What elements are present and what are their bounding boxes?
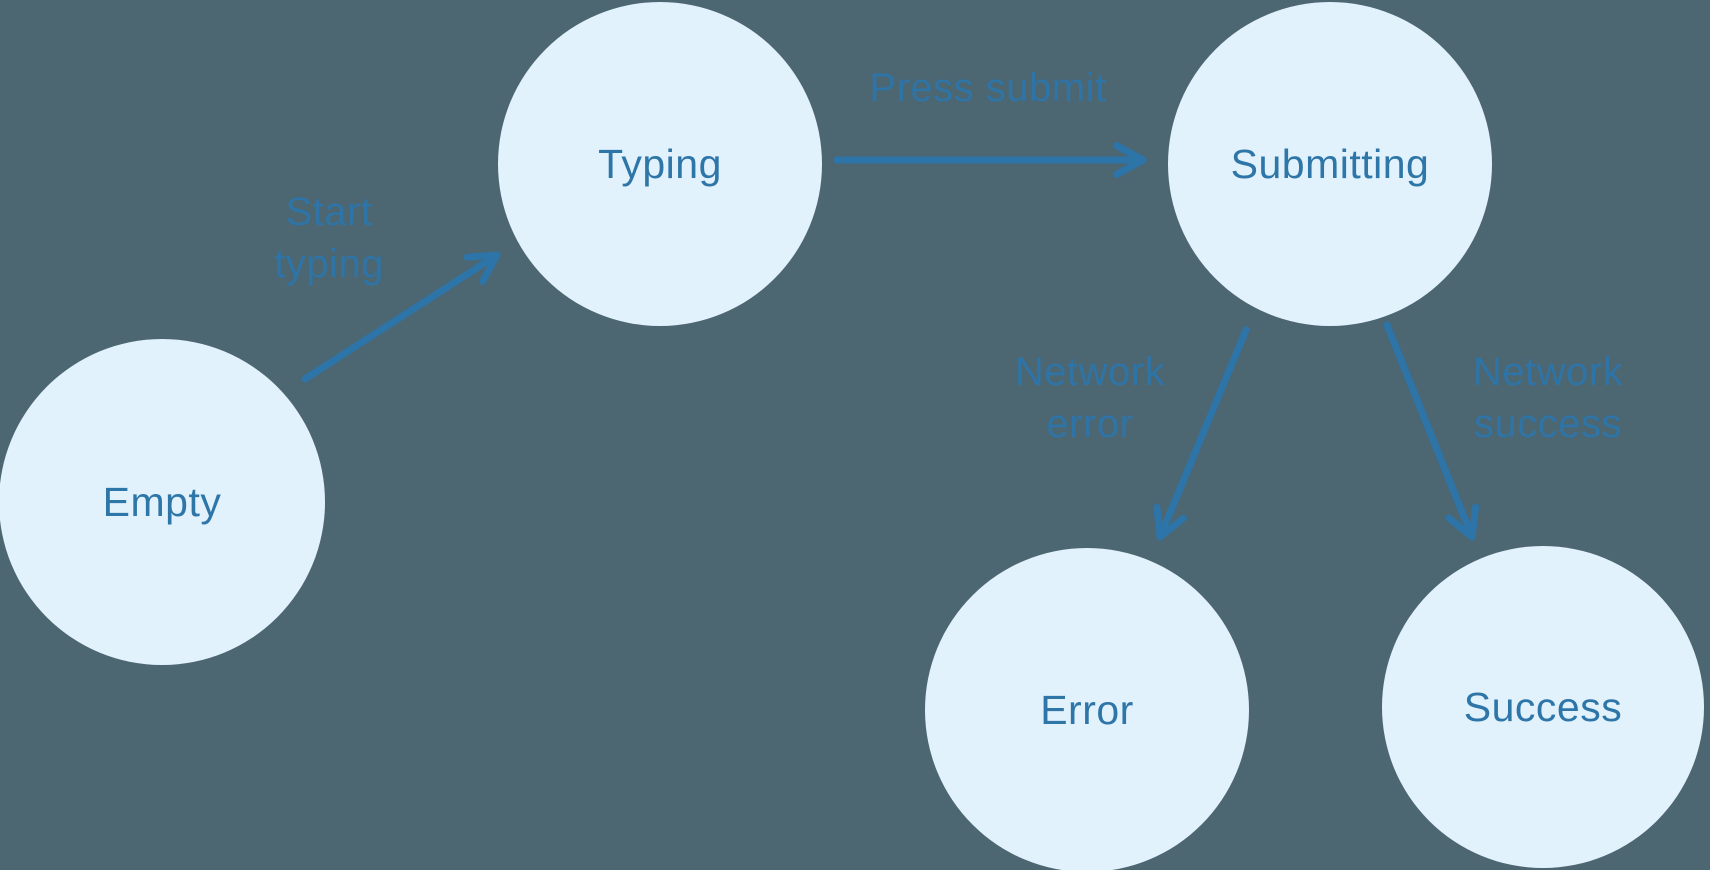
state-node-submitting: Submitting bbox=[1168, 2, 1492, 326]
transition-label-line: typing bbox=[274, 242, 384, 286]
arrowhead-icon bbox=[1445, 503, 1480, 541]
transition-label-line: Network bbox=[1014, 350, 1166, 394]
state-node-typing: Typing bbox=[498, 2, 822, 326]
arrowhead-icon bbox=[463, 251, 501, 285]
transition-label-line: Press submit bbox=[869, 66, 1107, 110]
arrow-shaft bbox=[1156, 326, 1250, 541]
state-label-error: Error bbox=[1040, 686, 1134, 733]
transition-label-line: success bbox=[1473, 402, 1622, 446]
transition-arrow-network-error bbox=[1153, 326, 1250, 541]
arrowhead-icon bbox=[1153, 503, 1187, 541]
arrow-shaft bbox=[1383, 321, 1476, 541]
state-node-empty: Empty bbox=[0, 339, 325, 665]
arrowhead-icon bbox=[1113, 142, 1147, 178]
state-label-submitting: Submitting bbox=[1230, 140, 1430, 187]
transition-label-network-success: Network success bbox=[1473, 346, 1623, 450]
state-label-empty: Empty bbox=[102, 478, 222, 525]
transition-arrow-press-submit bbox=[833, 142, 1147, 178]
transition-label-network-error: Network error bbox=[1015, 346, 1165, 450]
state-node-success: Success bbox=[1382, 546, 1704, 868]
state-node-error: Error bbox=[925, 548, 1249, 870]
transition-label-line: Start bbox=[285, 190, 373, 234]
state-label-success: Success bbox=[1463, 683, 1623, 730]
transition-label-line: Network bbox=[1472, 350, 1624, 394]
state-label-typing: Typing bbox=[598, 140, 722, 187]
transition-arrow-network-success bbox=[1383, 321, 1480, 541]
transition-label-press-submit: Press submit bbox=[869, 62, 1106, 114]
transition-label-line: error bbox=[1046, 402, 1134, 446]
transition-label-start-typing: Start typing bbox=[274, 186, 384, 290]
